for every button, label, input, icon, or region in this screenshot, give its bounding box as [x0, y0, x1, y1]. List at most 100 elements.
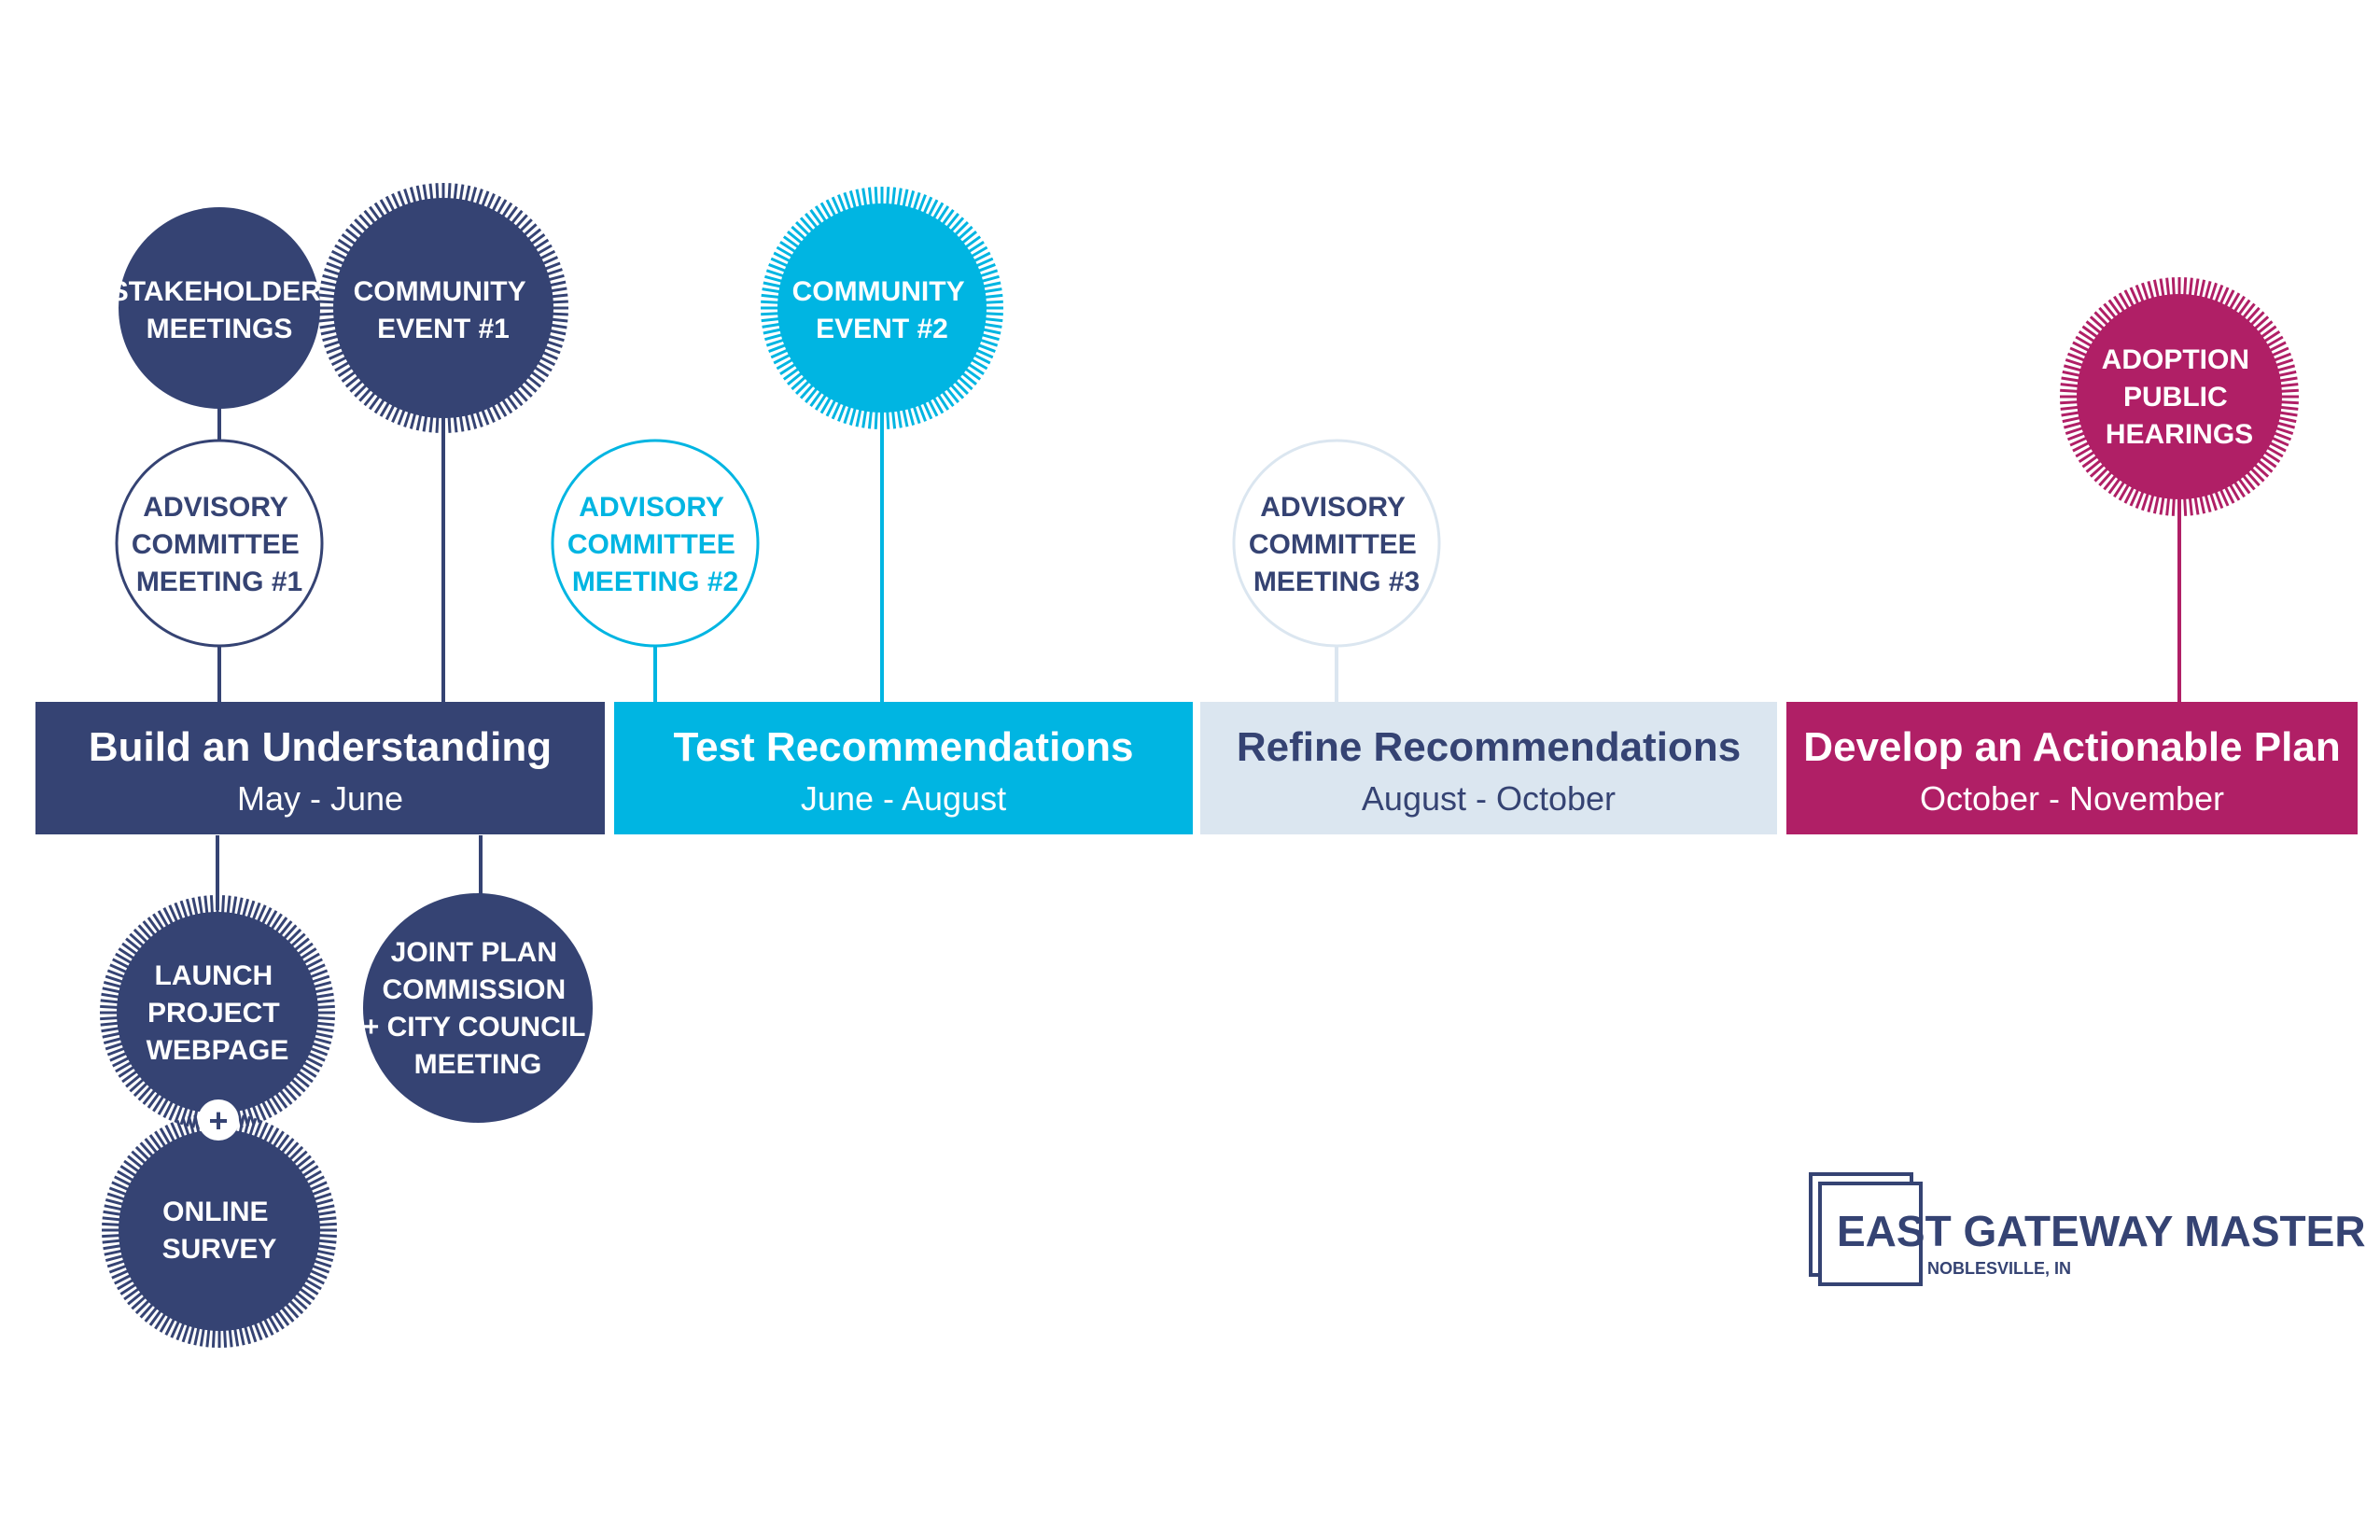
- tick-mark: [302, 1060, 320, 1073]
- tick-mark: [193, 1326, 201, 1346]
- tick-mark: [162, 1099, 175, 1118]
- tick-mark: [133, 1081, 149, 1098]
- tick-mark: [761, 317, 780, 323]
- tick-mark: [831, 196, 842, 216]
- tick-mark: [144, 1138, 159, 1155]
- tick-mark: [541, 256, 559, 266]
- tick-mark: [970, 357, 988, 371]
- tick-mark: [175, 1322, 186, 1341]
- tick-mark: [2089, 463, 2106, 478]
- tick-mark: [2078, 330, 2096, 343]
- tick-mark: [518, 218, 533, 233]
- tick-mark: [779, 362, 797, 376]
- tick-mark: [2063, 421, 2083, 429]
- tick-mark: [100, 999, 119, 1004]
- tick-mark: [315, 1004, 335, 1009]
- adoption-line-1: ADOPTION: [2102, 344, 2249, 375]
- tick-mark: [117, 1169, 134, 1183]
- tick-mark: [369, 205, 382, 222]
- tick-mark: [2204, 280, 2212, 301]
- tick-mark: [369, 394, 382, 411]
- tick-mark: [776, 245, 794, 259]
- phase-bar-test: Test Recommendations June - August: [614, 702, 1193, 834]
- tick-mark: [272, 1130, 285, 1148]
- tick-mark: [148, 1134, 162, 1152]
- tick-mark: [762, 287, 781, 294]
- tick-mark: [315, 1027, 334, 1033]
- tick-mark: [313, 1192, 332, 1201]
- tick-mark: [100, 1016, 119, 1021]
- tick-mark: [551, 312, 568, 316]
- tick-mark: [170, 1320, 181, 1338]
- tick-mark: [231, 896, 238, 916]
- tick-mark: [2265, 445, 2284, 458]
- tick-mark: [957, 375, 973, 391]
- tick-mark: [763, 328, 782, 335]
- tick-mark: [891, 187, 897, 206]
- logo-frame-front: [1818, 1182, 1923, 1286]
- tick-mark: [768, 263, 787, 273]
- tick-mark: [330, 356, 348, 367]
- tick-mark: [106, 1192, 126, 1201]
- tick-mark: [931, 396, 945, 414]
- tick-mark: [296, 942, 314, 956]
- tick-mark: [949, 383, 965, 399]
- tick-mark: [2214, 284, 2224, 303]
- tick-mark: [274, 917, 288, 934]
- tick-mark: [265, 910, 278, 928]
- event-community-1: COMMUNITY EVENT #1: [318, 183, 568, 433]
- tick-mark: [2135, 490, 2145, 510]
- tick-mark: [270, 913, 283, 931]
- tick-mark: [551, 300, 568, 304]
- tick-mark: [543, 261, 561, 271]
- tick-mark: [174, 1104, 184, 1124]
- tick-mark: [819, 202, 833, 220]
- tick-mark: [134, 1145, 151, 1162]
- tick-mark: [238, 1114, 245, 1134]
- tick-mark: [139, 1141, 155, 1158]
- tick-mark: [102, 987, 121, 994]
- tick-mark: [953, 379, 969, 395]
- tick-mark: [453, 415, 458, 433]
- svg-text:ADVISORY COMMITTEE: ADVISORY COMMITTEE MEETING #3: [1249, 492, 1424, 597]
- tick-mark: [917, 403, 927, 422]
- tick-mark: [2075, 335, 2093, 348]
- tick-mark: [979, 269, 999, 278]
- tick-mark: [125, 937, 142, 952]
- tick-mark: [385, 403, 396, 421]
- tick-mark: [106, 1046, 126, 1057]
- tick-mark: [2159, 278, 2165, 298]
- tick-mark: [2113, 295, 2126, 314]
- tick-mark: [761, 300, 780, 304]
- tick-mark: [549, 280, 567, 287]
- tick-mark: [193, 1114, 201, 1134]
- tick-mark: [447, 415, 452, 433]
- tick-mark: [2061, 411, 2080, 417]
- tick-mark: [312, 980, 332, 989]
- tick-mark: [391, 406, 401, 424]
- tick-mark: [315, 992, 334, 999]
- tick-mark: [2277, 370, 2297, 378]
- tick-mark: [108, 1264, 128, 1274]
- tick-mark: [127, 1155, 144, 1169]
- tick-mark: [159, 1127, 172, 1145]
- tick-mark: [485, 192, 496, 210]
- tick-mark: [205, 1328, 211, 1348]
- tick-mark: [175, 1119, 186, 1139]
- tick-mark: [805, 213, 819, 230]
- tick-mark: [123, 1159, 141, 1173]
- tick-mark: [447, 183, 452, 201]
- tick-mark: [550, 287, 567, 293]
- tick-mark: [763, 281, 782, 288]
- svg-text:ONLINE SURVEY: ONLINE SURVEY: [162, 1197, 277, 1265]
- tick-mark: [191, 897, 199, 917]
- tick-mark: [791, 225, 807, 241]
- tick-mark: [518, 383, 533, 398]
- tick-mark: [298, 1287, 315, 1301]
- tick-mark: [2228, 483, 2241, 501]
- tick-mark: [267, 1127, 280, 1145]
- tick-mark: [304, 1169, 322, 1183]
- tick-mark: [960, 371, 977, 385]
- tick-mark: [320, 280, 338, 287]
- tick-mark: [2268, 341, 2287, 353]
